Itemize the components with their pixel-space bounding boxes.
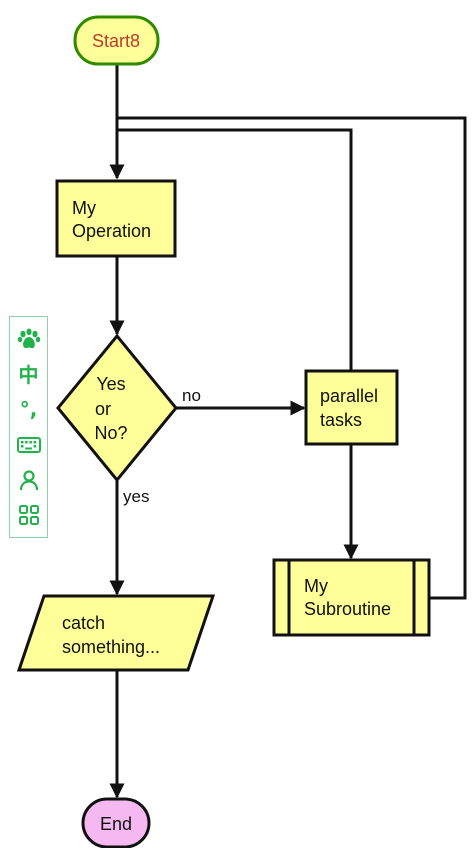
parallel-label-line-1: parallel: [320, 386, 378, 406]
operation-label-line-1: My: [72, 198, 96, 218]
decision-label-line-3: No?: [94, 423, 127, 443]
parallel-node: parallel tasks: [304, 369, 399, 446]
catch-node: catch something...: [16, 594, 216, 672]
catch-label-line-2: something...: [62, 637, 160, 657]
end-shape: [81, 797, 151, 848]
chinese-mode-icon[interactable]: 中: [18, 363, 39, 388]
start-node: Start8: [73, 15, 160, 66]
edges: [109, 64, 467, 799]
ime-toolbar: 中 °,: [9, 316, 48, 538]
subroutine-node: My Subroutine: [272, 558, 431, 637]
operation-label-line-2: Operation: [72, 221, 151, 241]
start-shape: [73, 15, 160, 66]
edge-label-no: no: [182, 386, 201, 405]
end-node: End: [81, 797, 151, 848]
subroutine-label-line-1: My: [304, 576, 328, 596]
decision-shape: [56, 333, 178, 483]
decision-label-line-2: or: [95, 399, 111, 419]
end-label: End: [100, 814, 132, 834]
edge-parallel-loop-to-operation: [117, 128, 353, 371]
operation-node: My Operation: [55, 179, 177, 258]
punctuation-icon[interactable]: °,: [19, 397, 38, 422]
edge-label-yes: yes: [123, 487, 149, 506]
operation-shape: [55, 179, 177, 258]
catch-shape: [16, 594, 216, 672]
keyboard-icon[interactable]: [16, 432, 42, 458]
subroutine-shape: [272, 558, 431, 637]
decision-label-line-1: Yes: [96, 374, 125, 394]
apps-grid-icon[interactable]: [16, 502, 42, 528]
decision-node: Yes or No?: [56, 333, 178, 483]
edge-subroutine-loop-to-operation: [117, 116, 467, 600]
subroutine-label-line-2: Subroutine: [304, 599, 391, 619]
catch-label-line-1: catch: [62, 613, 105, 633]
user-icon[interactable]: [16, 467, 42, 493]
parallel-shape: [304, 369, 399, 446]
paw-icon[interactable]: [16, 326, 42, 352]
start-label: Start8: [92, 31, 140, 51]
parallel-label-line-2: tasks: [320, 410, 362, 430]
